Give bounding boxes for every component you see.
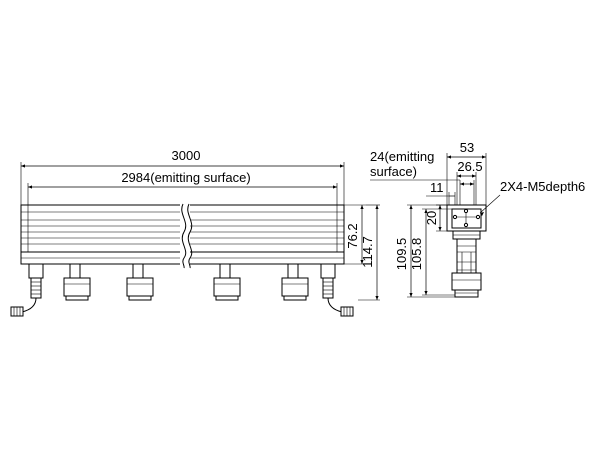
overall-length-label: 3000 [172,148,201,163]
dim-overall-length: 3000 [20,148,345,205]
height-body-label: 76.2 [345,223,360,248]
dim-side-offset: 11 [426,180,456,205]
emitting-length-label: 2984(emitting surface) [121,170,250,185]
light-body-left [20,204,187,265]
thread-note: 2X4-M5depth6 [479,179,585,216]
side-emitting-label-2: surface) [370,164,417,179]
dim-height-total: 114.7 [358,204,380,301]
side-view: 53 26.5 24(emitting surface) 11 [370,140,585,298]
side-height-inner-label: 105.8 [409,238,424,271]
side-offset-label: 11 [430,180,444,195]
dim-height-body: 76.2 [344,204,366,265]
side-height-total-label: 109.5 [394,238,409,271]
dim-side-inner-width: 26.5 [456,159,483,205]
dim-emitting-length: 2984(emitting surface) [27,170,338,205]
front-view: 3000 2984(emitting surface) [10,148,380,317]
front-brackets [10,263,354,317]
dim-side-height-total: 109.5 [394,204,455,298]
side-width-label: 53 [460,140,474,155]
light-body-right [185,204,345,265]
side-emitting-label-1: 24(emitting [370,149,434,164]
height-total-label: 114.7 [360,236,375,268]
dim-side-width: 53 [446,140,487,205]
break-symbol [180,203,193,269]
side-inner-width-label: 26.5 [457,159,482,174]
side-top-offset-label: 20 [424,211,439,225]
side-body [446,204,487,298]
dim-side-height-inner: 105.8 [409,208,455,296]
thread-note-label: 2X4-M5depth6 [500,179,585,194]
dim-side-emitting: 24(emitting surface) [370,149,475,205]
